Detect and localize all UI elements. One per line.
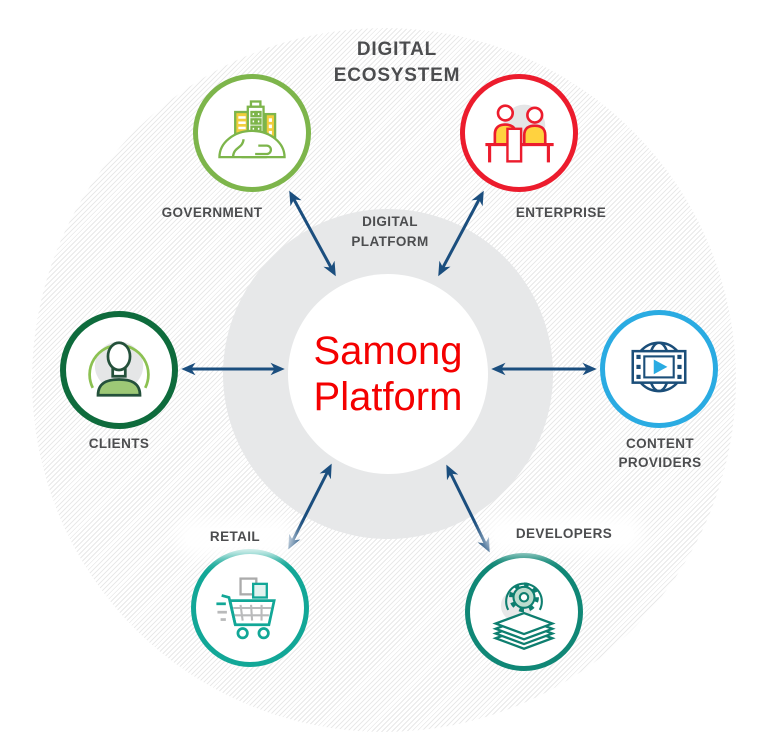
samong-platform-name-line1: Samong — [313, 328, 463, 373]
people-desk-icon — [485, 104, 554, 163]
digital-platform-label-line1: DIGITAL — [362, 214, 418, 229]
samong-platform-name: Samong Platform — [314, 328, 463, 421]
node-developers — [465, 553, 583, 671]
retail-label: RETAIL — [185, 528, 285, 547]
node-clients — [60, 311, 178, 429]
gear-layers-icon — [492, 582, 556, 650]
node-government — [193, 74, 311, 192]
diagram-title-line2: ECOSYSTEM — [333, 64, 461, 86]
diagram-title: DIGITAL ECOSYSTEM — [277, 37, 517, 88]
digital-platform-label: DIGITAL PLATFORM — [310, 212, 470, 251]
clients-label: CLIENTS — [88, 436, 150, 451]
globe-media-icon — [631, 341, 687, 393]
enterprise-label: ENTERPRISE — [515, 205, 607, 220]
diagram-title-line1: DIGITAL — [356, 39, 438, 60]
government-label: GOVERNMENT — [161, 205, 263, 220]
samong-platform-circle: Samong Platform — [288, 274, 488, 474]
buildings-icon — [218, 100, 286, 159]
person-icon — [88, 341, 150, 397]
node-enterprise — [460, 74, 578, 192]
digital-platform-label-line2: PLATFORM — [351, 233, 429, 249]
shopping-cart-icon — [216, 577, 276, 640]
developers-label: DEVELOPERS — [494, 525, 634, 544]
node-retail — [191, 549, 309, 667]
content-providers-label: CONTENT PROVIDERS — [618, 436, 702, 470]
samong-platform-name-line2: Platform — [313, 375, 463, 419]
node-content-providers — [600, 310, 718, 428]
